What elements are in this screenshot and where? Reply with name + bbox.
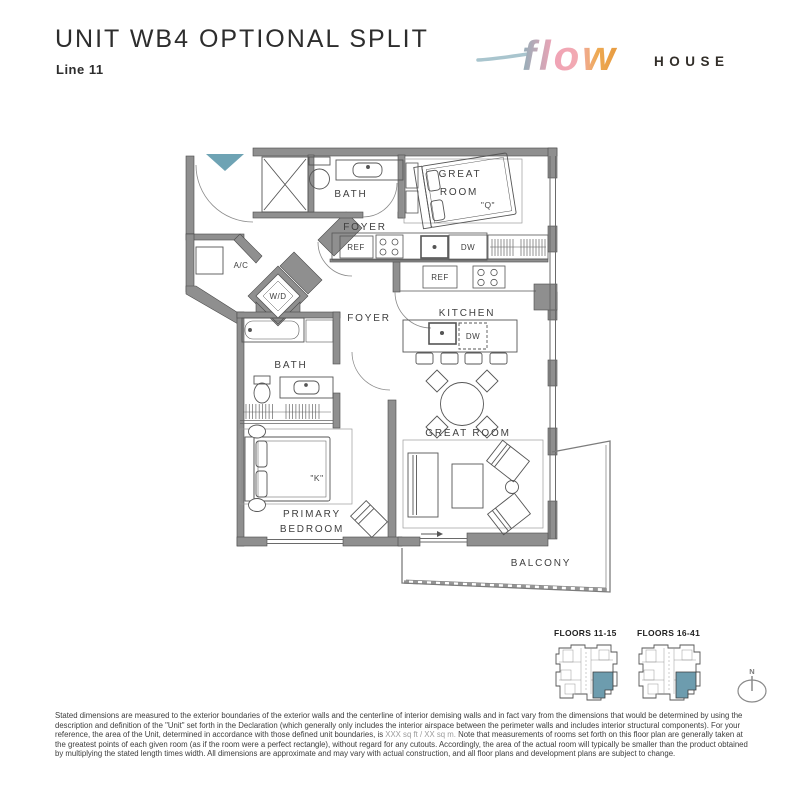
page-title: UNIT WB4 OPTIONAL SPLIT bbox=[55, 25, 429, 53]
bed-k-rug bbox=[239, 428, 353, 505]
bath-lower-fixtures bbox=[241, 317, 334, 404]
bed-q-rug bbox=[403, 158, 523, 224]
great-room-rug bbox=[402, 439, 544, 529]
dishwasher-upper bbox=[448, 234, 488, 261]
toilet-tank bbox=[308, 156, 331, 166]
sink-icon bbox=[420, 235, 449, 259]
label-bath-upper: BATH bbox=[334, 189, 367, 200]
disclaimer-before: Stated dimensions are measured to the ex… bbox=[55, 711, 743, 740]
shower bbox=[261, 156, 309, 213]
bedroom-closet bbox=[240, 404, 333, 424]
barstool bbox=[489, 352, 508, 365]
bedroom-chair bbox=[349, 499, 389, 539]
island-dishwasher bbox=[458, 322, 488, 350]
logo-lead-line bbox=[476, 52, 530, 62]
label-ref-lower: REF bbox=[431, 273, 449, 282]
bath-shelf bbox=[305, 319, 334, 343]
balcony-outline bbox=[401, 440, 611, 593]
fridge-upper bbox=[339, 235, 374, 259]
compass-n-label: N bbox=[749, 667, 754, 676]
room-labels: BATH FOYER GREAT ROOM "Q" FOYER KITCHEN … bbox=[274, 169, 571, 569]
barstool bbox=[464, 352, 483, 365]
kitchen-island bbox=[402, 319, 518, 365]
bedside-lamp bbox=[248, 424, 266, 439]
disclaimer-text: Stated dimensions are measured to the ex… bbox=[55, 711, 753, 759]
label-ac: A/C bbox=[234, 261, 249, 270]
door-arcs bbox=[195, 164, 432, 391]
label-wd: W/D bbox=[269, 292, 286, 301]
windows bbox=[267, 156, 556, 544]
page-subtitle: Line 11 bbox=[56, 62, 104, 77]
bath-upper-fixtures bbox=[261, 156, 404, 213]
kitchen-counter bbox=[400, 265, 536, 292]
barstool bbox=[415, 352, 434, 365]
sofa bbox=[407, 452, 439, 518]
sink-icon bbox=[293, 380, 320, 395]
label-great-room-lower: GREAT ROOM bbox=[425, 428, 510, 439]
label-foyer-upper: FOYER bbox=[343, 222, 386, 233]
coffee-table bbox=[451, 463, 484, 509]
label-primary-1: PRIMARY bbox=[283, 509, 341, 520]
barstool bbox=[440, 352, 459, 365]
walls bbox=[185, 147, 558, 547]
label-foyer-lower: FOYER bbox=[347, 313, 390, 324]
toilet-tank bbox=[253, 375, 271, 385]
label-ref-upper: REF bbox=[347, 243, 365, 252]
toilet-icon bbox=[253, 382, 271, 404]
keyplan-floors-16-41 bbox=[638, 644, 701, 701]
north-compass: N bbox=[737, 667, 767, 703]
flow-house-logo: flow HOUSE bbox=[476, 32, 746, 79]
armchair bbox=[486, 492, 532, 536]
keyplan-floors-11-15 bbox=[555, 644, 618, 701]
logo-word-house: HOUSE bbox=[654, 54, 730, 69]
vanity bbox=[335, 159, 404, 181]
side-table bbox=[505, 480, 519, 494]
fixture-labels: REF DW REF DW A/C W/D bbox=[234, 243, 480, 341]
closet-hangers-upper bbox=[491, 239, 546, 256]
ac-unit bbox=[195, 246, 224, 275]
fridge-lower bbox=[422, 265, 458, 289]
sink-icon bbox=[352, 162, 383, 178]
king-bed bbox=[244, 424, 331, 512]
armchair bbox=[485, 439, 531, 483]
nightstands-q bbox=[405, 162, 419, 214]
cooktop-lower bbox=[472, 265, 506, 289]
disclaimer-area-placeholder: XXX sq ft / XX sq m. bbox=[385, 730, 456, 740]
label-dw-upper: DW bbox=[461, 243, 475, 252]
closet-upper bbox=[487, 234, 549, 260]
label-kitchen: KITCHEN bbox=[439, 308, 496, 319]
label-great-room-upper-2: ROOM bbox=[440, 187, 478, 198]
washer-dryer bbox=[255, 273, 301, 319]
vanity bbox=[279, 376, 334, 399]
dining-table bbox=[440, 382, 484, 426]
bedside-lamp bbox=[248, 498, 266, 512]
dining-set bbox=[425, 369, 499, 439]
cooktop-upper bbox=[375, 234, 404, 259]
island-sink-icon bbox=[428, 322, 457, 345]
label-bed-q: "Q" bbox=[481, 200, 495, 210]
label-bed-k: "K" bbox=[310, 473, 323, 483]
bathtub bbox=[241, 317, 305, 343]
label-bath-lower: BATH bbox=[274, 360, 307, 371]
label-great-room-upper-1: GREAT bbox=[439, 169, 482, 180]
unit-floorplan: BATH FOYER GREAT ROOM "Q" FOYER KITCHEN … bbox=[185, 147, 611, 593]
kitchenette-upper bbox=[331, 232, 549, 261]
label-balcony: BALCONY bbox=[511, 558, 571, 569]
entry-marker-icon bbox=[206, 154, 244, 171]
label-primary-2: BEDROOM bbox=[280, 524, 344, 535]
disclaimer-after: Note that measurements of rooms set fort… bbox=[55, 730, 748, 759]
keyplan-right-label: FLOORS 16-41 bbox=[637, 628, 701, 638]
queen-bed bbox=[413, 152, 517, 230]
toilet-icon bbox=[309, 168, 330, 190]
logo-script-word: flow bbox=[522, 32, 618, 79]
label-dw-island: DW bbox=[466, 332, 480, 341]
arrow-head bbox=[437, 531, 443, 537]
keyplan-left-label: FLOORS 11-15 bbox=[554, 628, 617, 638]
